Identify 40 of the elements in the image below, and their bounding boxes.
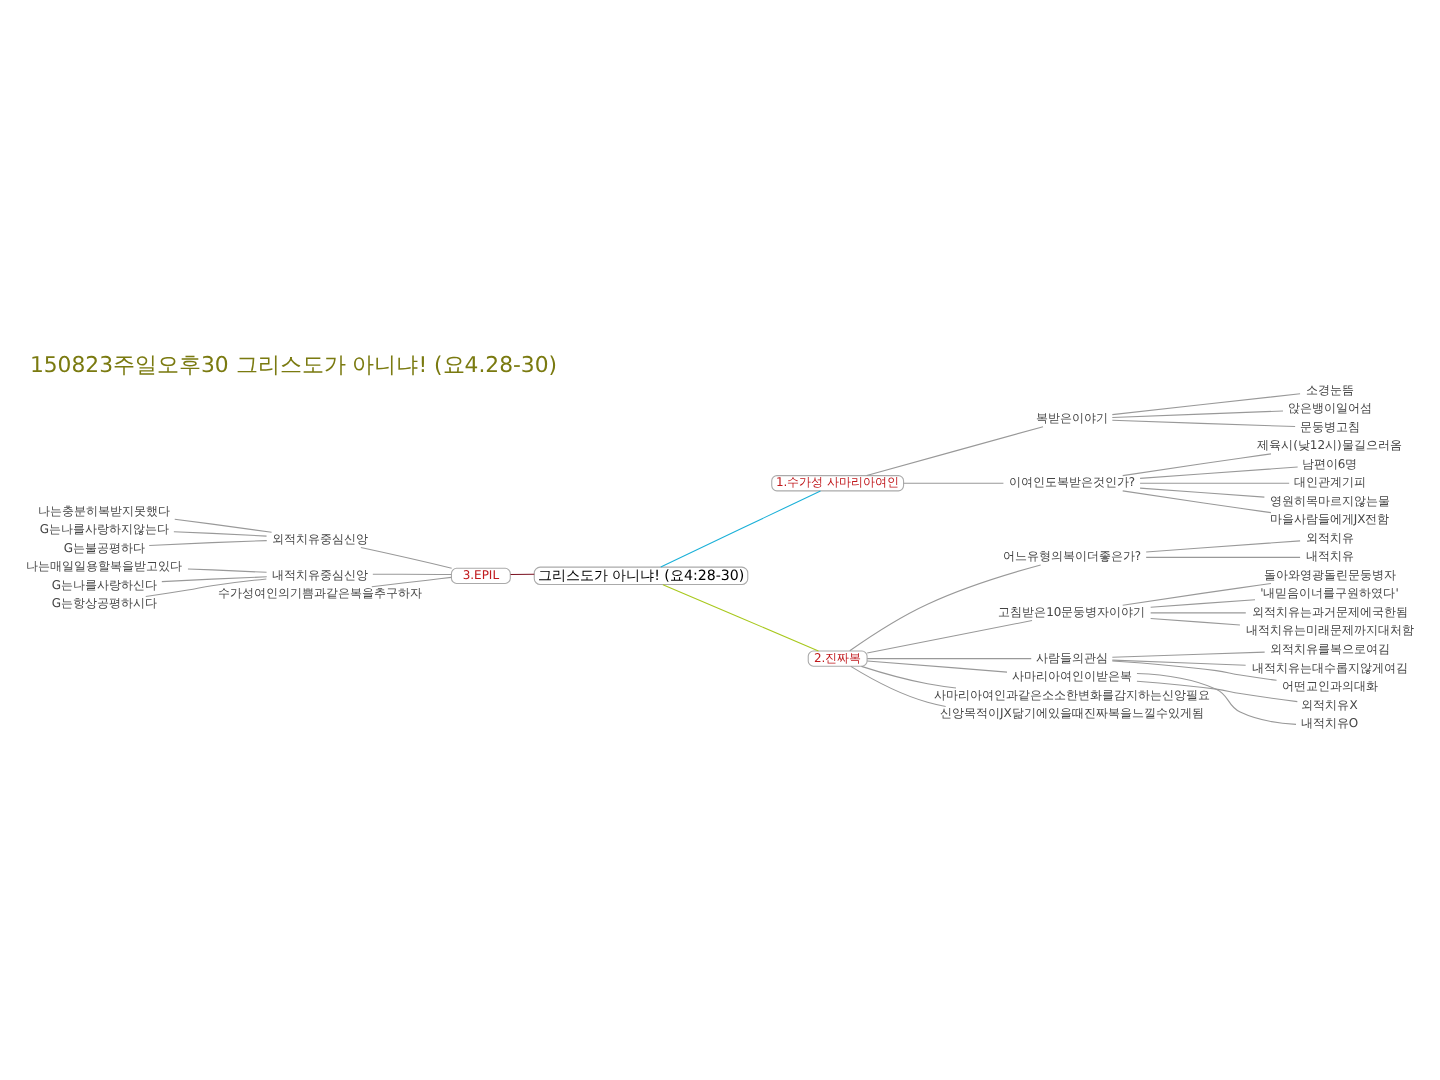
connector bbox=[1122, 489, 1272, 513]
connector bbox=[360, 546, 453, 568]
connector bbox=[148, 539, 268, 546]
connector bbox=[510, 572, 535, 575]
connector bbox=[1111, 392, 1301, 415]
connector bbox=[662, 583, 819, 651]
connector bbox=[1111, 659, 1278, 680]
connector bbox=[1111, 409, 1284, 417]
connector bbox=[1139, 486, 1265, 497]
connector bbox=[1111, 650, 1266, 657]
connector bbox=[161, 575, 268, 582]
connector bbox=[1139, 481, 1290, 483]
connector bbox=[1145, 539, 1301, 552]
connector bbox=[849, 563, 1042, 651]
connector bbox=[850, 664, 947, 707]
connector bbox=[860, 664, 957, 688]
connector bbox=[173, 530, 268, 536]
connector bbox=[1122, 452, 1272, 476]
connector bbox=[660, 489, 821, 567]
connector bbox=[866, 659, 1008, 672]
connector bbox=[372, 572, 452, 575]
connector bbox=[1136, 679, 1298, 702]
connector bbox=[1111, 418, 1296, 427]
diagram-title: 150823주일오후30 그리스도가 아니냐! (요4.28-30) bbox=[29, 351, 558, 378]
connector bbox=[1111, 658, 1247, 665]
connector bbox=[1136, 671, 1297, 724]
connector bbox=[866, 619, 1033, 653]
connector bbox=[1150, 617, 1241, 625]
connector bbox=[1150, 598, 1256, 607]
connector bbox=[1122, 582, 1272, 605]
connector bbox=[903, 481, 1004, 483]
connector bbox=[866, 425, 1044, 476]
connector bbox=[187, 567, 268, 572]
connector bbox=[866, 657, 1032, 659]
connector bbox=[1150, 611, 1247, 613]
connector bbox=[145, 577, 267, 597]
connector bbox=[1145, 555, 1301, 557]
connector bbox=[371, 575, 452, 587]
connector bbox=[174, 517, 273, 532]
connector bbox=[1139, 465, 1299, 478]
